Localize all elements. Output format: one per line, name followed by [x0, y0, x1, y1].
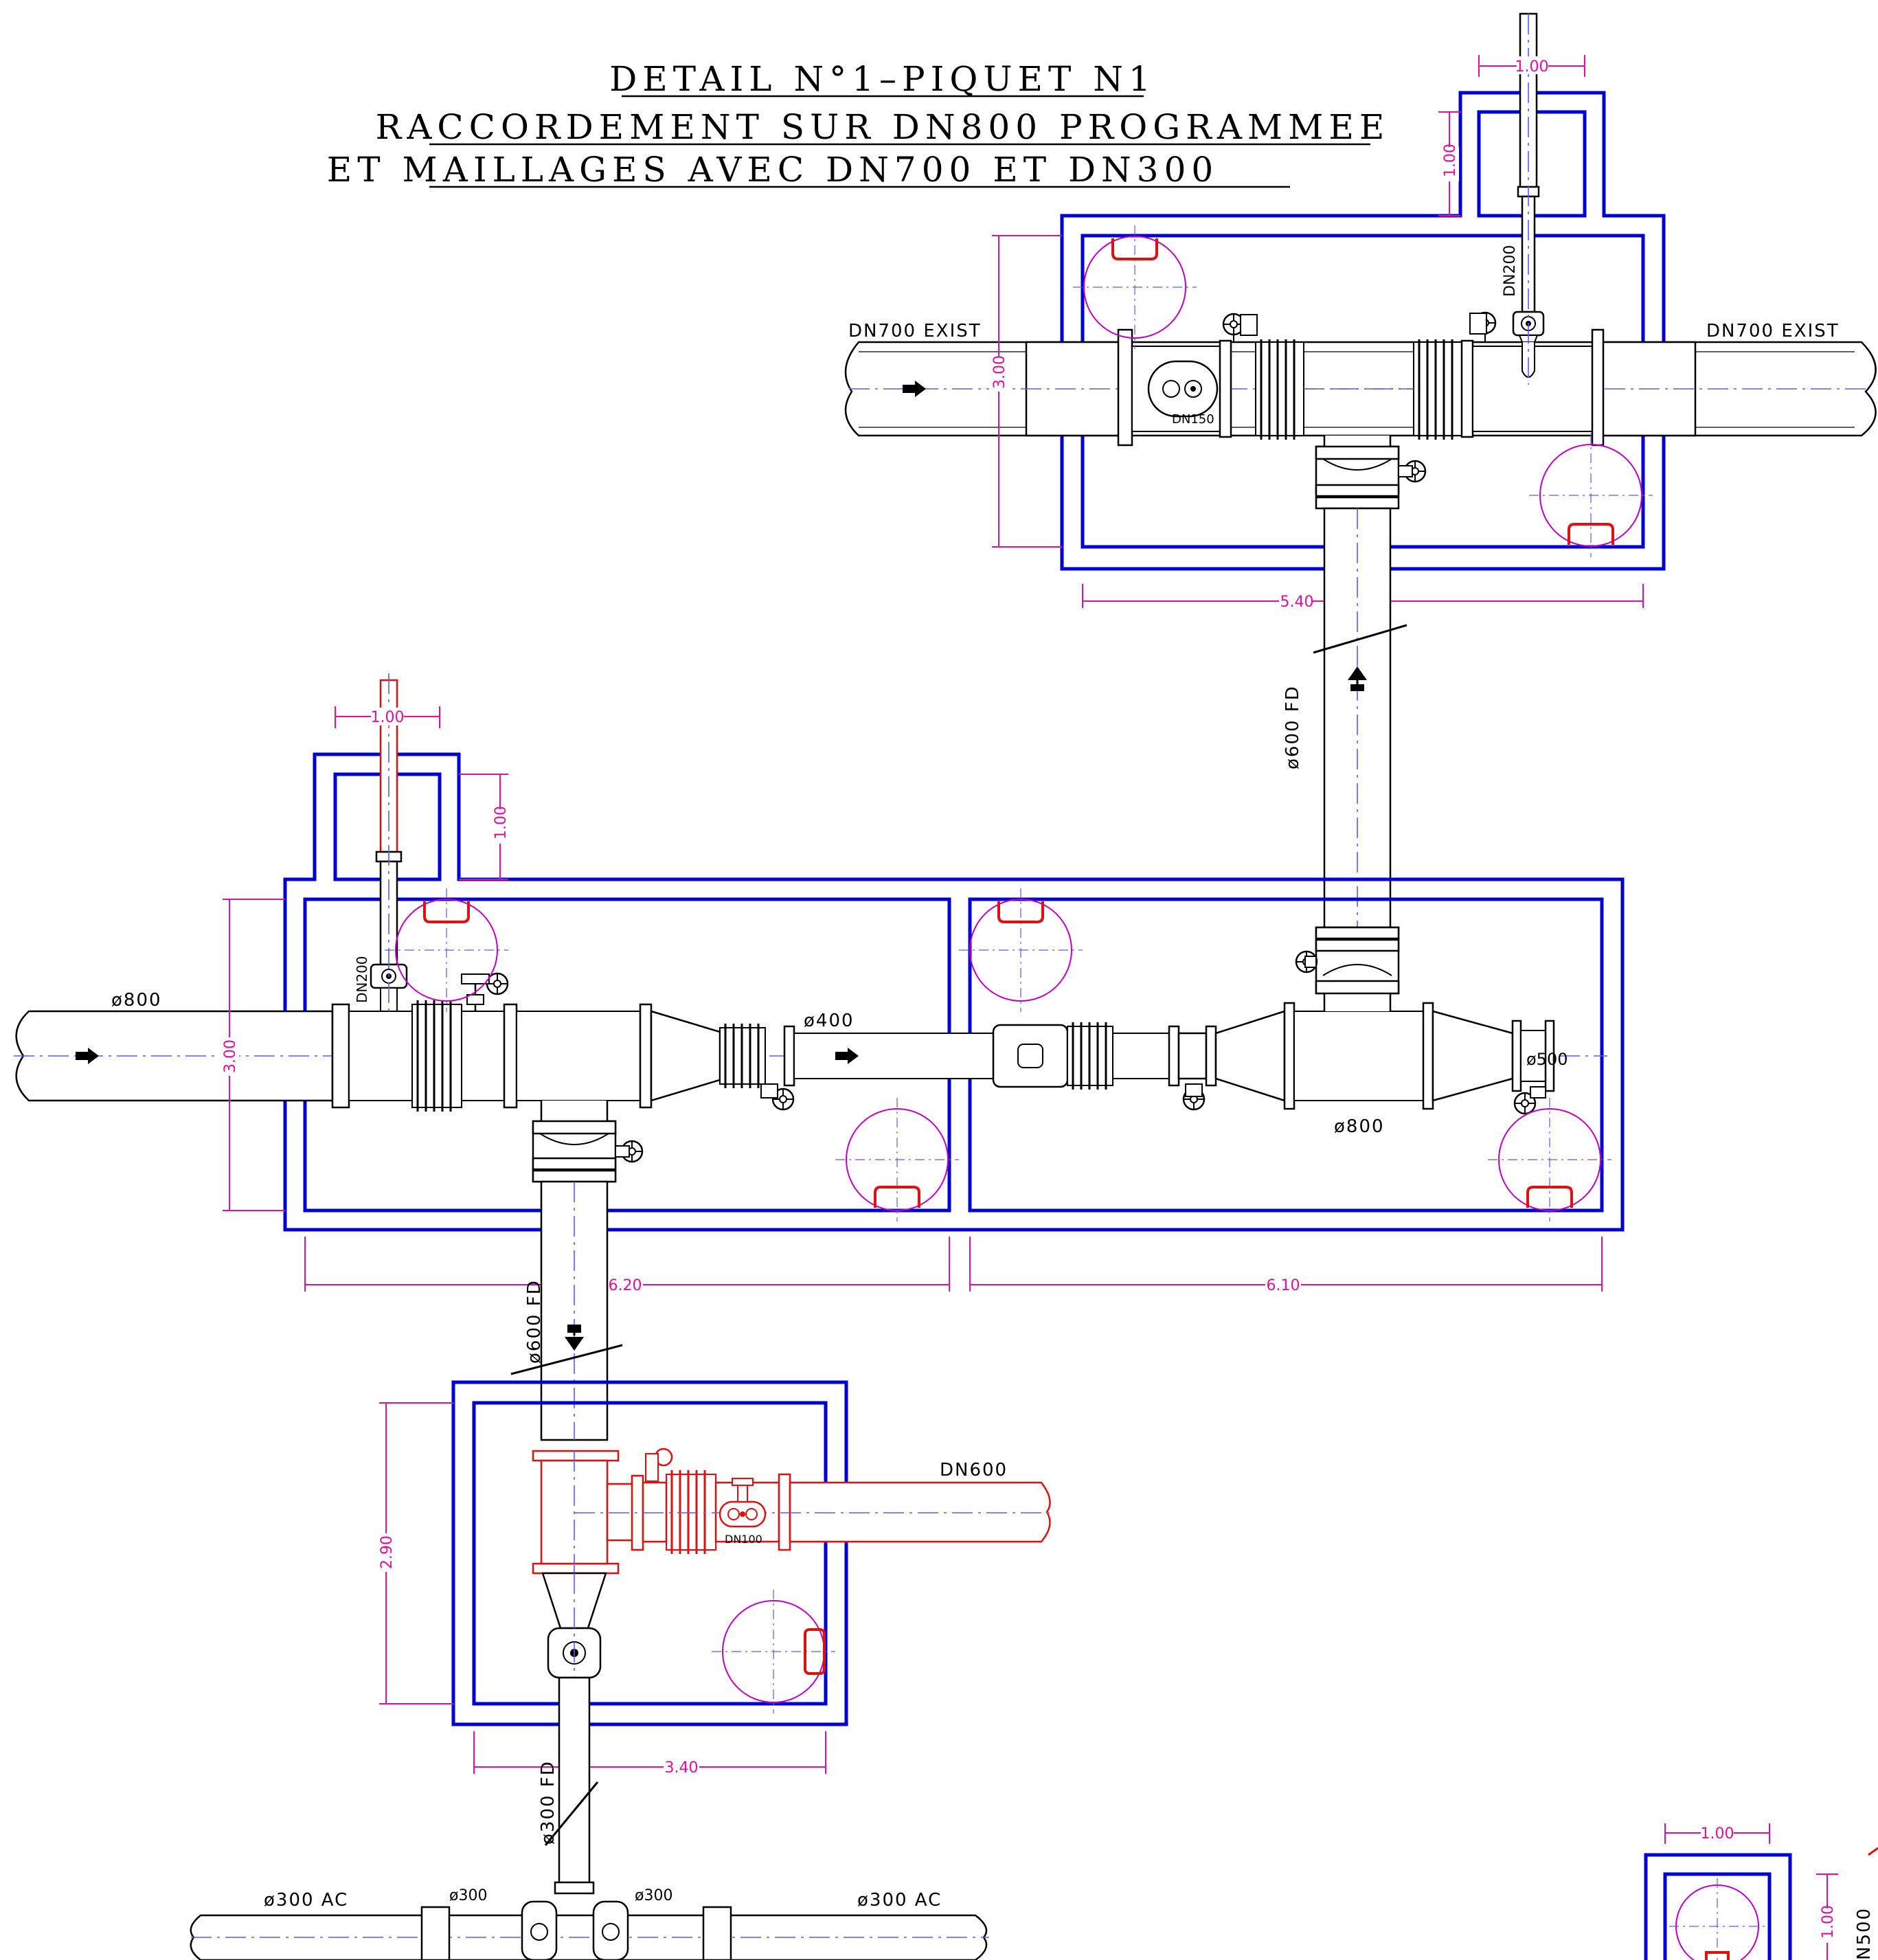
top-chimney-height-dim: 1.00: [1442, 144, 1459, 177]
dn150-valve: DN150: [1147, 360, 1219, 427]
dn100-label: DN100: [725, 1533, 762, 1546]
dn200-riser-mid: DN200: [354, 673, 408, 1012]
title-line-2: RACCORDEMENT SUR DN800 PROGRAMMEE: [376, 107, 1390, 147]
fd600-lower-link: ø600 FD: [510, 1180, 623, 1441]
dn200-top-label: DN200: [1502, 245, 1519, 297]
top-chamber-height-dim: 3.00: [991, 355, 1008, 389]
middle-chamber-outer-wall: [283, 752, 1625, 1232]
low-chamber-height-dim: 2.90: [378, 1535, 396, 1569]
top-chamber-outer-wall: [1060, 91, 1666, 571]
phi800-inlet-label: ø800: [111, 990, 162, 1011]
dismantling-joint-top-left: [1260, 339, 1296, 440]
low-chamber-width-dim: 3.40: [665, 1759, 699, 1777]
fd300-label: ø300 FD: [538, 1760, 558, 1845]
corner-chimney-width-dim: 1.00: [1701, 1825, 1734, 1843]
dn500-chimney-inner-wall: [1663, 1872, 1772, 1960]
dn100-valve: DN100: [719, 1478, 767, 1546]
phi300-a-label: ø300: [449, 1887, 487, 1904]
phi800-main-label: ø800: [1334, 1116, 1385, 1137]
middle-chamber: ø800 ø400: [14, 673, 1625, 1294]
fd600-upper-label: ø600 FD: [1282, 685, 1303, 769]
dn500-chamber-partial: 1.00 1.00 N500: [1644, 1823, 1878, 1960]
fd600-upper-link: ø600 FD: [1282, 507, 1407, 929]
dn200-riser-top: DN200: [1502, 12, 1545, 385]
middle-chamber-dimensions: 1.00 1.00 3.00 6.20 6.10: [220, 706, 1603, 1294]
mid-right-width-dim: 6.10: [1267, 1277, 1300, 1294]
dn200-mid-label: DN200: [354, 956, 370, 1003]
mid-chimney-height-dim: 1.00: [493, 806, 510, 840]
dismantling-joint-mid-left: [416, 1000, 452, 1112]
dn700-existing-pipe: [844, 341, 1877, 437]
top-chamber-dimensions: 1.00 1.00 3.00 5.40: [989, 55, 1644, 611]
ac300-left-label: ø300 AC: [264, 1890, 348, 1911]
mid-left-width-dim: 6.20: [609, 1277, 642, 1294]
dn150-label: DN150: [1172, 412, 1214, 427]
dn600-label: DN600: [940, 1460, 1008, 1480]
lower-chamber-outer-wall: [451, 1380, 848, 1726]
mid-chamber-height-dim: 3.00: [222, 1039, 239, 1073]
dn700-left-label: DN700 EXIST: [848, 321, 982, 341]
corner-chimney-height-dim: 1.00: [1820, 1905, 1837, 1939]
dn700-right-label: DN700 EXIST: [1706, 321, 1840, 341]
dismantling-joint-mid-right: [1072, 1022, 1107, 1090]
dismantling-joint-phi400: [724, 1024, 760, 1088]
dn500-chimney-outer-wall: [1644, 1853, 1792, 1960]
drawing-title: DETAIL N°1–PIQUET N1 RACCORDEMENT SUR DN…: [327, 59, 1390, 190]
dn500-label: N500: [1854, 1907, 1875, 1960]
lower-chamber-inner-wall: [472, 1401, 828, 1706]
fd600-lower-label: ø600 FD: [524, 1279, 545, 1364]
mid-chimney-width-dim: 1.00: [371, 709, 405, 726]
phi400-label: ø400: [804, 1011, 855, 1031]
dismantling-joint-dn600: [670, 1470, 706, 1554]
title-line-3: ET MAILLAGES AVEC DN700 ET DN300: [327, 150, 1219, 190]
ac300-right-label: ø300 AC: [857, 1890, 942, 1911]
dn300-connection: ø300 FD ø300 AC ø300 ø300 ø300 AC: [190, 1676, 989, 1960]
dismantling-joint-top-right: [1418, 339, 1453, 440]
phi300-b-label: ø300: [635, 1887, 672, 1904]
title-line-1: DETAIL N°1–PIQUET N1: [609, 59, 1156, 99]
lower-chamber-dimensions: 2.90 3.40: [376, 1402, 826, 1777]
top-chamber-width-dim: 5.40: [1280, 594, 1314, 611]
lower-chamber: DN100 DN600 2.90 3.40: [376, 1380, 1054, 1889]
phi500-label: ø500: [1526, 1050, 1568, 1069]
top-chimney-width-dim: 1.00: [1515, 58, 1549, 76]
